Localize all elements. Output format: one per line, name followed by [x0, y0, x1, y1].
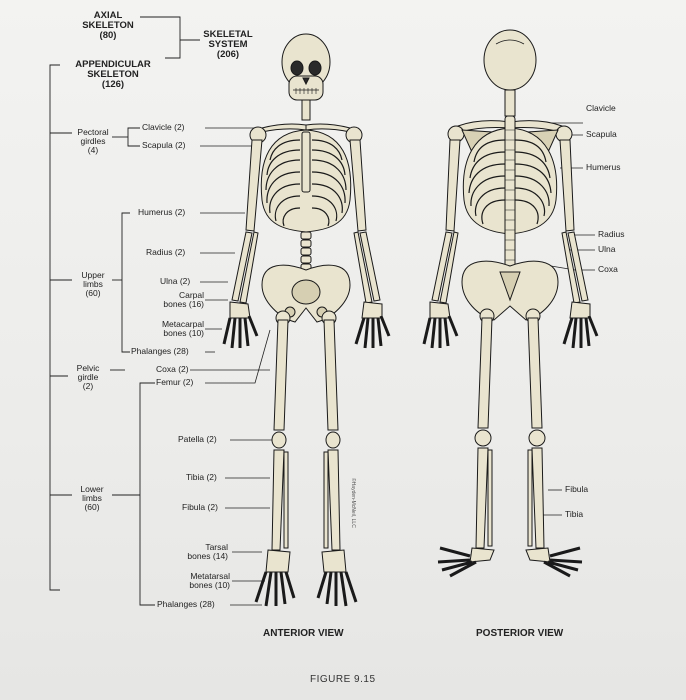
system-line-2: SYSTEM	[208, 39, 248, 50]
axial-skeleton-label: AXIAL SKELETON (80)	[78, 11, 138, 41]
phalanges-foot-label: Phalanges (28)	[157, 599, 215, 609]
tarsal-line-1: Tarsal	[205, 542, 228, 552]
classification-brackets	[49, 16, 200, 606]
axial-line-2: SKELETON	[82, 20, 134, 31]
posterior-view-title: POSTERIOR VIEW	[476, 628, 564, 639]
tibia-label: Tibia (2)	[186, 472, 217, 482]
carpal-line-2: bones (16)	[163, 299, 204, 309]
femur-label: Femur (2)	[156, 377, 194, 387]
anterior-skeleton	[222, 33, 391, 607]
metatarsal-bones-label: Metatarsal bones (10)	[168, 572, 230, 590]
tarsal-line-2: bones (14)	[187, 551, 228, 561]
posterior-fibula-label: Fibula	[565, 484, 589, 494]
pectoral-girdles-label: Pectoral girdles (4)	[72, 128, 114, 155]
system-line-3: (206)	[216, 49, 240, 60]
upper-limbs-label: Upper limbs (60)	[74, 271, 112, 298]
pelvic-line-1: Pelvic	[76, 363, 100, 373]
phalanges-hand-label: Phalanges (28)	[131, 346, 189, 356]
posterior-humerus-label: Humerus	[586, 162, 621, 172]
pelvic-girdle-label: Pelvic girdle (2)	[68, 364, 108, 391]
appendicular-line-2: SKELETON	[87, 69, 139, 80]
posterior-coxa-label: Coxa	[598, 264, 618, 274]
ulna-label: Ulna (2)	[160, 276, 191, 286]
metacarpal-bones-label: Metacarpal bones (10)	[144, 320, 204, 338]
fibula-label: Fibula (2)	[182, 502, 218, 512]
posterior-clavicle-label: Clavicle	[586, 103, 616, 113]
pectoral-line-3: (4)	[87, 145, 99, 155]
axial-line-3: (80)	[99, 30, 117, 41]
clavicle-label: Clavicle (2)	[142, 122, 185, 132]
anterior-leader-lines	[190, 127, 275, 606]
tarsal-bones-label: Tarsal bones (14)	[170, 543, 228, 561]
posterior-ulna-label: Ulna	[598, 244, 616, 254]
posterior-tibia-label: Tibia	[565, 509, 584, 519]
anterior-view-title: ANTERIOR VIEW	[263, 628, 344, 639]
metatarsal-line-1: Metatarsal	[190, 571, 230, 581]
coxa-label: Coxa (2)	[156, 364, 189, 374]
posterior-skeleton	[422, 29, 599, 578]
appendicular-line-1: APPENDICULAR	[75, 59, 151, 70]
lower-line-3: (60)	[84, 502, 100, 512]
upper-line-1: Upper	[81, 270, 105, 280]
pelvic-line-3: (2)	[82, 381, 94, 391]
skeletal-system-label: SKELETAL SYSTEM (206)	[196, 30, 260, 60]
radius-label: Radius (2)	[146, 247, 186, 257]
patella-label: Patella (2)	[178, 434, 217, 444]
humerus-label: Humerus (2)	[138, 207, 186, 217]
scapula-label: Scapula (2)	[142, 140, 186, 150]
metacarpal-line-2: bones (10)	[163, 328, 204, 338]
appendicular-line-3: (126)	[101, 79, 125, 90]
copyright-text: ©Hayden-McNeil, LLC	[350, 478, 356, 528]
lower-limbs-label: Lower limbs (60)	[72, 485, 112, 512]
figure-caption: FIGURE 9.15	[310, 674, 376, 685]
axial-line-1: AXIAL	[93, 10, 123, 21]
upper-line-3: (60)	[85, 288, 101, 298]
pectoral-line-1: Pectoral	[77, 127, 109, 137]
posterior-scapula-label: Scapula	[586, 129, 617, 139]
carpal-line-1: Carpal	[178, 290, 204, 300]
pelvic-line-2: girdle	[77, 372, 99, 382]
posterior-radius-label: Radius	[598, 229, 625, 239]
system-line-1: SKELETAL	[203, 29, 253, 40]
metacarpal-line-1: Metacarpal	[161, 319, 204, 329]
metatarsal-line-2: bones (10)	[189, 580, 230, 590]
lower-line-1: Lower	[80, 484, 104, 494]
pectoral-line-2: girdles	[80, 136, 106, 146]
lower-line-2: limbs	[82, 493, 102, 503]
carpal-bones-label: Carpal bones (16)	[148, 291, 204, 309]
appendicular-skeleton-label: APPENDICULAR SKELETON (126)	[58, 60, 168, 90]
upper-line-2: limbs	[83, 279, 103, 289]
